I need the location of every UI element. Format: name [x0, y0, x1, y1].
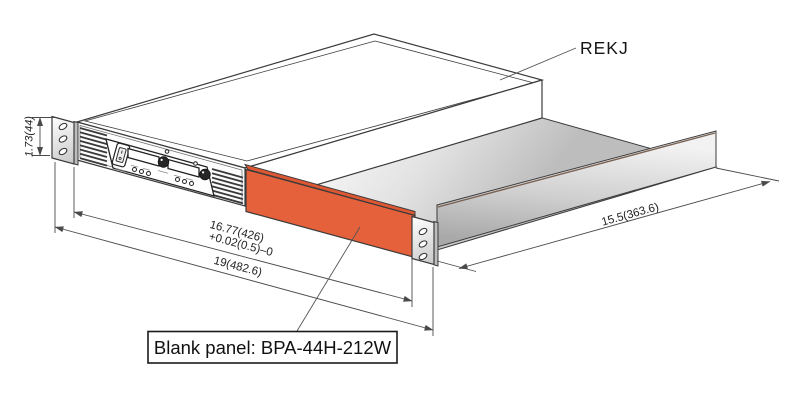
dimension-line — [54, 226, 434, 331]
label-rekj: REKJ — [499, 38, 629, 81]
indicator-led — [193, 161, 198, 166]
callout-leader-line — [296, 226, 361, 332]
dim-height-text: 1.73(44) — [24, 116, 36, 157]
dimension-line — [458, 180, 771, 270]
left-mounting-ear — [51, 115, 79, 166]
dim-height: 1.73(44) — [24, 116, 54, 157]
front-buttons-right — [175, 177, 194, 186]
display-left — [127, 147, 160, 167]
callout-box — [147, 330, 398, 364]
front-panel — [79, 125, 244, 205]
callout-text: Blank panel: BPA-44H-212W — [154, 337, 392, 358]
dim-overall-width-text: 19(482.6) — [212, 255, 263, 279]
knob-right — [193, 161, 211, 181]
extension-line — [715, 167, 780, 182]
knob-left — [157, 149, 170, 168]
vent-left — [79, 127, 108, 167]
ear-slots — [58, 122, 68, 156]
vent-right — [211, 168, 244, 205]
power-switch — [111, 142, 131, 168]
right-mounting-ear — [411, 215, 439, 267]
rekj-text: REKJ — [580, 38, 629, 58]
display-right — [167, 158, 200, 178]
extension-line — [436, 260, 477, 272]
micro-labels — [115, 164, 194, 181]
ear-slots — [418, 227, 428, 261]
front-buttons-left — [132, 167, 151, 176]
rekj-leader-line — [499, 47, 577, 81]
callout-blank-panel: Blank panel: BPA-44H-212W — [147, 226, 398, 364]
indicator-led — [164, 149, 170, 154]
dim-depth-text: 15.5(363.6) — [600, 201, 660, 228]
